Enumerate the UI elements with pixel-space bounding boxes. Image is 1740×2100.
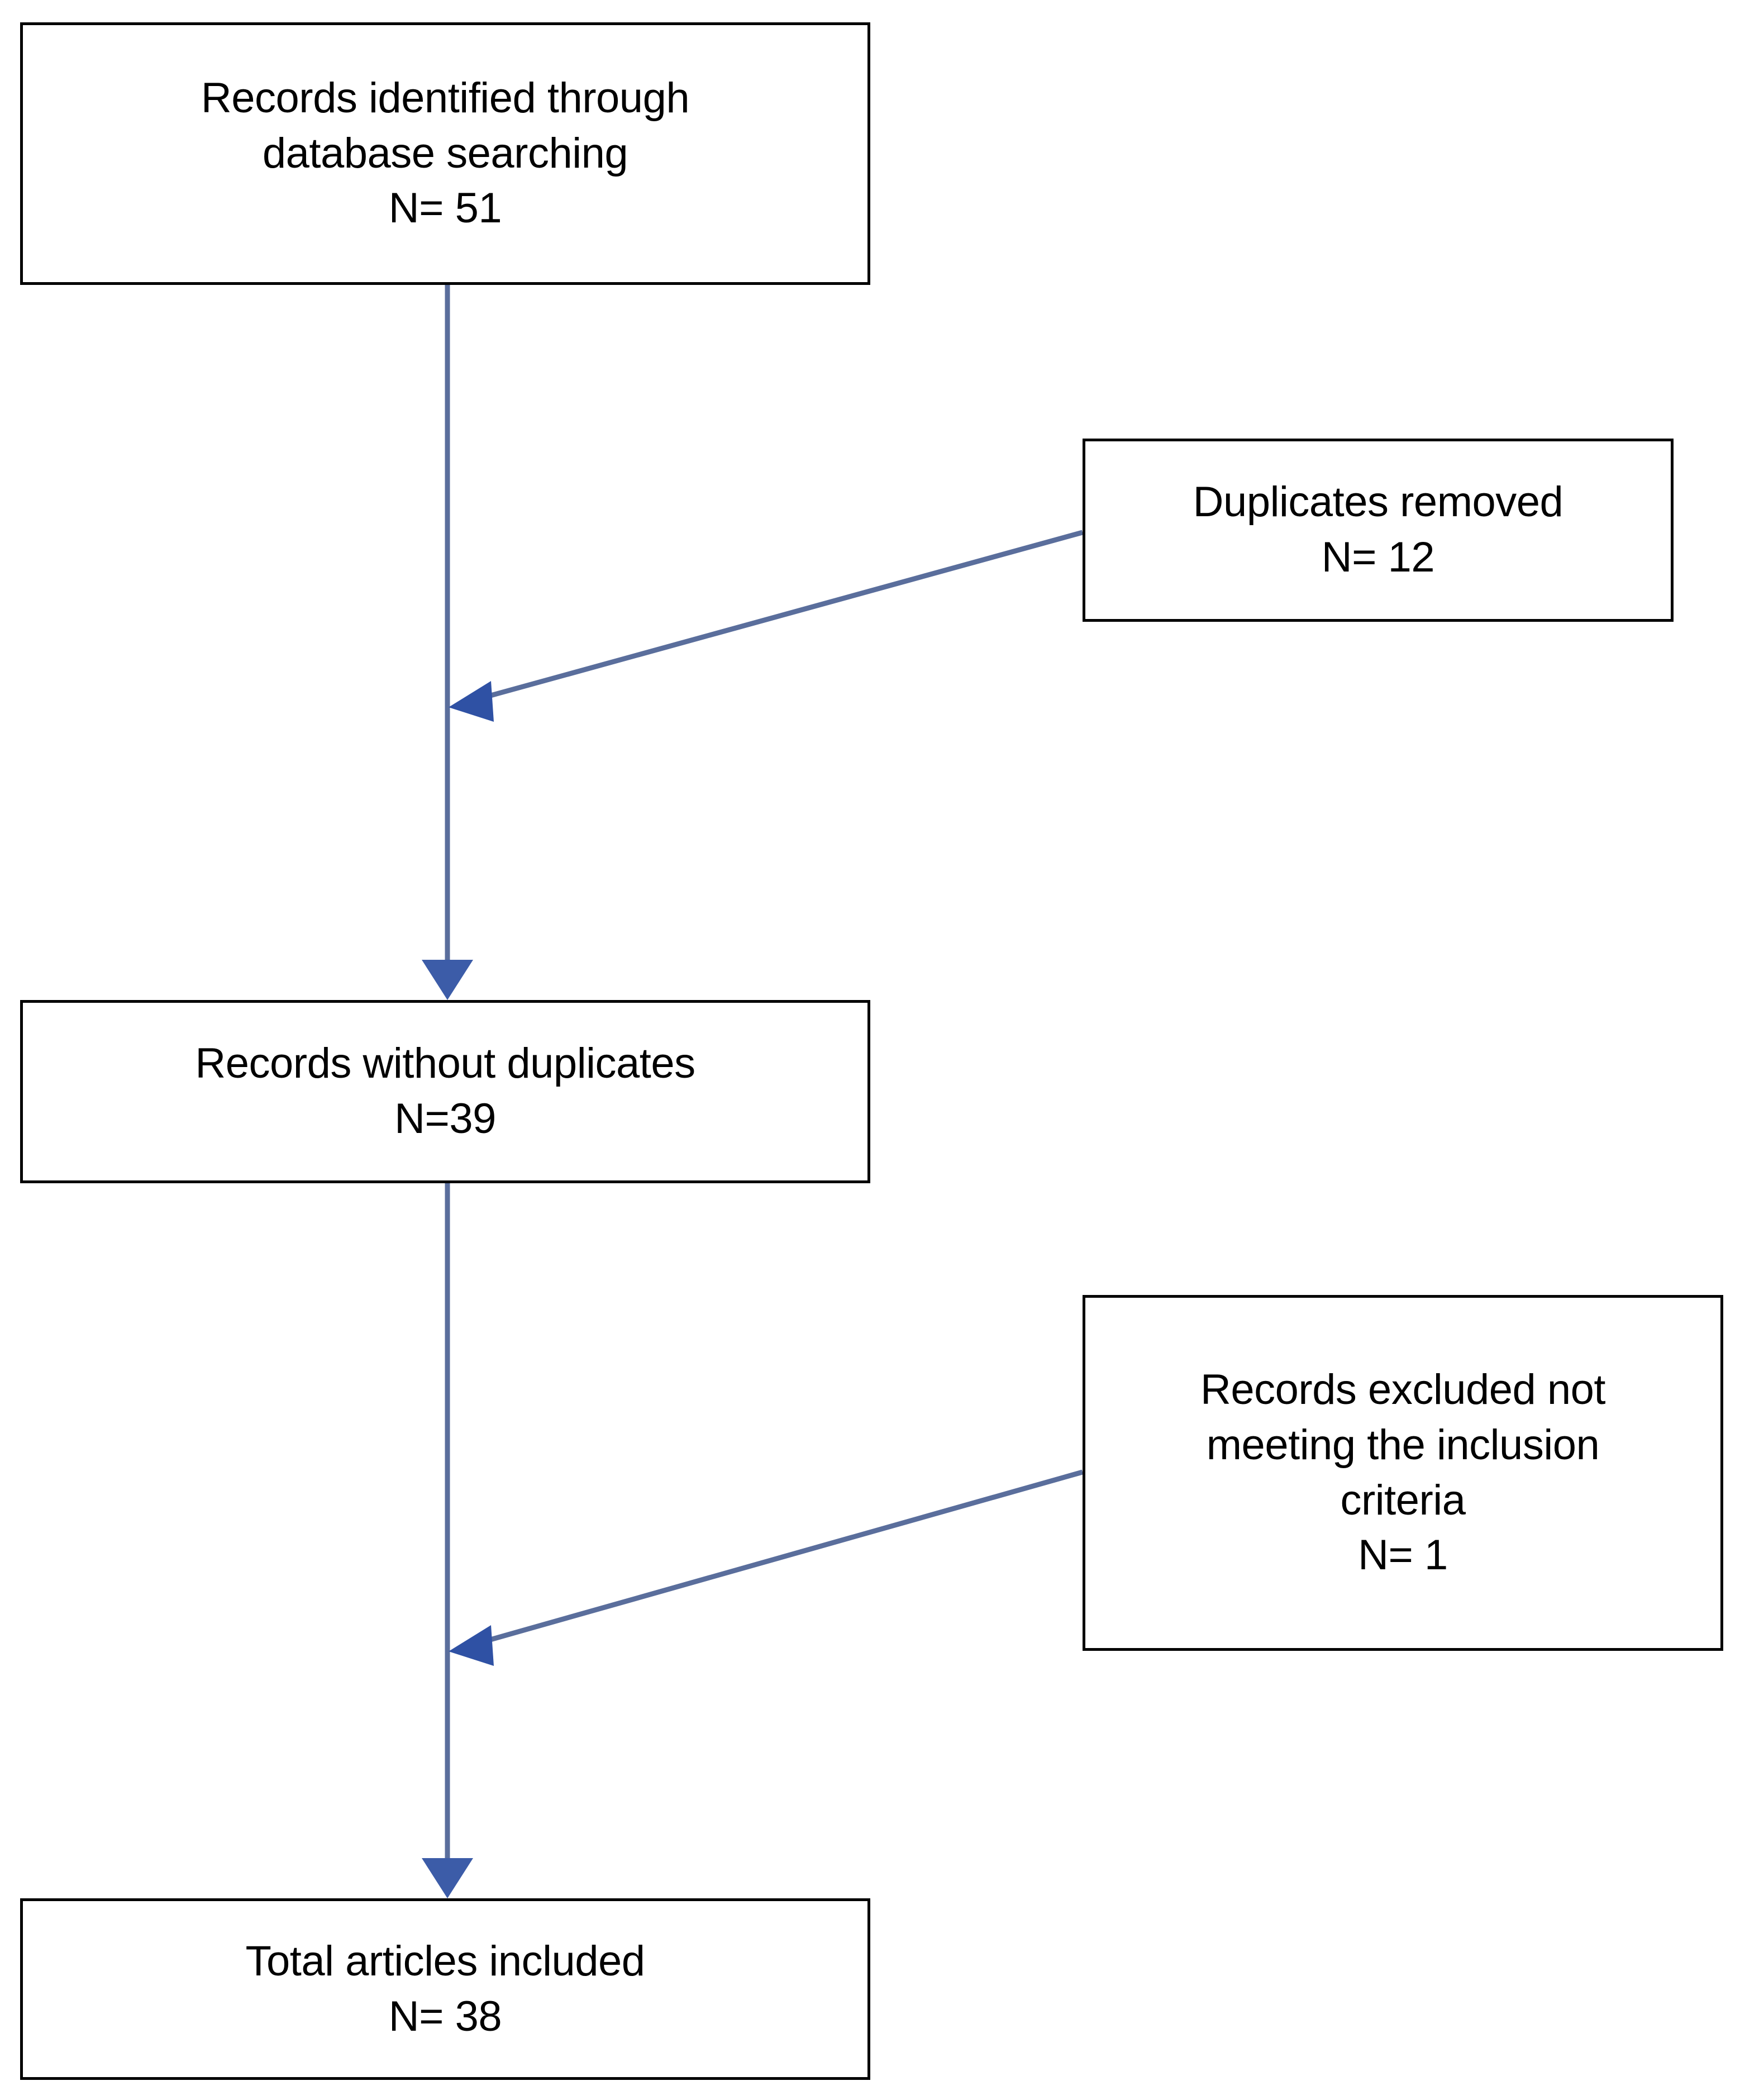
box-records-identified: Records identified through database sear… <box>20 22 870 285</box>
box-records-without-duplicates-line-1: Records without duplicates <box>195 1040 695 1088</box>
connector-without-duplicates-to-included <box>422 1183 473 1898</box>
box-records-identified-line-2: database searching <box>262 129 628 177</box>
connector-excluded-to-main-flow <box>449 1469 1084 1666</box>
box-total-articles-included-line-1: Total articles included <box>245 1937 645 1985</box>
box-records-excluded-line-1: Records excluded not <box>1200 1365 1606 1413</box>
box-records-excluded-line-2: meeting the inclusion <box>1206 1421 1600 1469</box>
box-records-identified-line-1: Records identified through <box>201 74 690 122</box>
box-total-articles-included-count: N= 38 <box>388 1992 502 2040</box>
box-records-without-duplicates: Records without duplicates N=39 <box>20 1000 870 1183</box>
box-records-identified-count: N= 51 <box>388 184 502 232</box>
box-duplicates-removed-count: N= 12 <box>1321 534 1435 581</box>
box-records-excluded-line-3: criteria <box>1340 1476 1466 1524</box>
box-records-excluded-count: N= 1 <box>1358 1531 1448 1579</box>
box-records-without-duplicates-count: N=39 <box>394 1095 496 1142</box>
box-total-articles-included: Total articles included N= 38 <box>20 1898 870 2080</box>
connector-identified-to-without-duplicates <box>422 285 473 1000</box>
box-duplicates-removed-line-1: Duplicates removed <box>1193 478 1563 526</box>
connector-duplicates-to-main-flow <box>449 530 1084 722</box>
box-duplicates-removed: Duplicates removed N= 12 <box>1083 439 1674 622</box>
box-records-excluded: Records excluded not meeting the inclusi… <box>1083 1295 1723 1651</box>
